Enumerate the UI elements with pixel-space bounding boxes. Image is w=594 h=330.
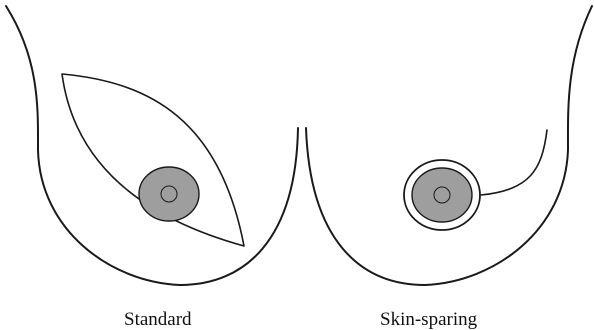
lateral-extension-incision (481, 130, 547, 195)
skin-sparing-breast-illustration (306, 6, 592, 285)
standard-elliptical-incision (62, 74, 244, 246)
right-torso-outline (306, 6, 592, 285)
right-nipple (434, 187, 450, 203)
skin-sparing-caption: Skin-sparing (380, 310, 477, 330)
left-nipple (161, 186, 177, 202)
standard-breast-illustration (6, 6, 298, 285)
standard-caption: Standard (124, 310, 192, 330)
left-torso-outline (6, 6, 298, 285)
